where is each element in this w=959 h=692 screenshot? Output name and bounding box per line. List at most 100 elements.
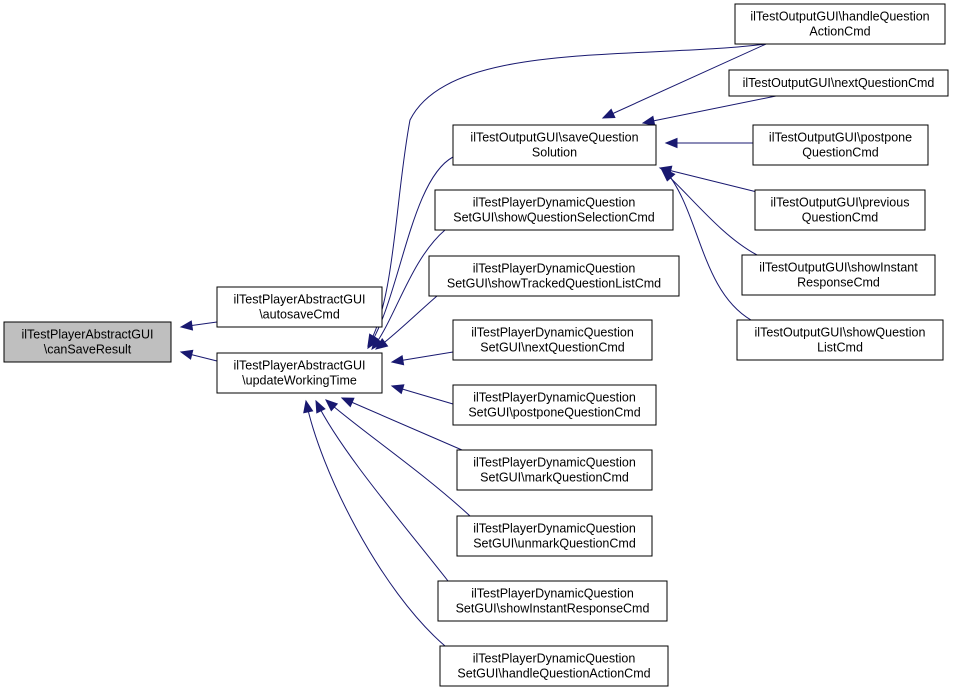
edge-line — [325, 399, 471, 517]
edge-outShowInstantResponseCmd-to-saveQuestionSolution — [661, 169, 758, 256]
node-box — [752, 124, 929, 166]
node-box — [741, 254, 936, 296]
node-box — [3, 321, 172, 363]
edge-line — [602, 43, 767, 119]
arrow-head-icon — [340, 397, 355, 408]
node-box — [728, 69, 949, 97]
edge-line — [659, 167, 758, 193]
node-label-line: ilTestPlayerDynamicQuestion — [473, 456, 636, 470]
node-canSaveResult[interactable]: ilTestPlayerAbstractGUI\canSaveResult — [3, 321, 172, 363]
node-box — [216, 352, 383, 394]
arrow-head-icon — [371, 336, 384, 351]
arrow-head-icon — [179, 349, 194, 360]
node-outPostponeQuestionCmd[interactable]: ilTestOutputGUI\postponeQuestionCmd — [752, 124, 929, 166]
edge-outHandleQuestionActionCmd-to-updateWorkingTime — [367, 43, 767, 348]
edge-dynUnmarkQuestionCmd-to-updateWorkingTime — [325, 399, 471, 517]
edge-dynPostponeQuestionCmd-to-updateWorkingTime — [390, 384, 454, 405]
arrow-head-icon — [641, 115, 656, 126]
node-label-line: \canSaveResult — [44, 343, 132, 357]
node-box — [456, 515, 653, 557]
node-label-line: ilTestOutputGUI\showInstant — [759, 261, 918, 275]
node-box — [452, 384, 657, 426]
node-label-line: ilTestPlayerDynamicQuestion — [471, 587, 634, 601]
edge-dynMarkQuestionCmd-to-updateWorkingTime — [340, 397, 463, 451]
node-label-line: \autosaveCmd — [259, 308, 340, 322]
node-label-line: ilTestOutputGUI\previous — [771, 196, 910, 210]
node-box — [736, 319, 944, 361]
node-box — [452, 124, 657, 166]
node-label-line: SetGUI\showQuestionSelectionCmd — [453, 211, 655, 225]
node-label-line: ilTestPlayerDynamicQuestion — [473, 196, 636, 210]
node-dynShowQuestionSelectionCmd[interactable]: ilTestPlayerDynamicQuestionSetGUI\showQu… — [434, 189, 674, 231]
arrow-head-icon — [303, 399, 314, 414]
node-dynHandleQuestionActionCmd[interactable]: ilTestPlayerDynamicQuestionSetGUI\handle… — [439, 645, 669, 687]
node-label-line: ilTestPlayerAbstractGUI — [234, 359, 366, 373]
edge-dynShowTrackedQuestionListCmd-to-updateWorkingTime — [374, 295, 438, 350]
node-label-line: SetGUI\showTrackedQuestionListCmd — [447, 277, 661, 291]
node-box — [434, 189, 674, 231]
node-box — [439, 645, 669, 687]
node-dynUnmarkQuestionCmd[interactable]: ilTestPlayerDynamicQuestionSetGUI\unmark… — [456, 515, 653, 557]
node-label-line: ilTestOutputGUI\showQuestion — [755, 326, 926, 340]
node-dynNextQuestionCmd[interactable]: ilTestPlayerDynamicQuestionSetGUI\nextQu… — [452, 319, 653, 361]
node-label-line: ilTestOutputGUI\saveQuestion — [470, 131, 638, 145]
node-label-line: SetGUI\unmarkQuestionCmd — [473, 537, 636, 551]
node-label-line: ResponseCmd — [797, 276, 880, 290]
node-dynShowTrackedQuestionListCmd[interactable]: ilTestPlayerDynamicQuestionSetGUI\showTr… — [428, 255, 680, 297]
edge-updateWorkingTime-to-canSaveResult — [179, 349, 218, 362]
node-dynMarkQuestionCmd[interactable]: ilTestPlayerDynamicQuestionSetGUI\markQu… — [456, 449, 653, 491]
node-label-line: ilTestOutputGUI\postpone — [769, 131, 912, 145]
arrow-head-icon — [367, 333, 379, 348]
arrow-head-icon — [390, 354, 405, 366]
node-dynShowInstantResponseCmd[interactable]: ilTestPlayerDynamicQuestionSetGUI\showIn… — [437, 580, 668, 622]
arrow-head-icon — [664, 137, 678, 149]
node-label-line: SetGUI\nextQuestionCmd — [480, 341, 625, 355]
node-label-line: \updateWorkingTime — [242, 374, 357, 388]
node-dynPostponeQuestionCmd[interactable]: ilTestPlayerDynamicQuestionSetGUI\postpo… — [452, 384, 657, 426]
node-updateWorkingTime[interactable]: ilTestPlayerAbstractGUI\updateWorkingTim… — [216, 352, 383, 394]
edge-outHandleQuestionActionCmd-to-saveQuestionSolution — [601, 43, 767, 119]
node-box — [452, 319, 653, 361]
arrow-head-icon — [663, 168, 676, 182]
edge-dynNextQuestionCmd-to-updateWorkingTime — [390, 351, 454, 366]
node-autosaveCmd[interactable]: ilTestPlayerAbstractGUI\autosaveCmd — [216, 286, 383, 328]
edge-dynHandleQuestionActionCmd-to-updateWorkingTime — [303, 399, 446, 647]
edge-dynShowInstantResponseCmd-to-updateWorkingTime — [315, 399, 449, 582]
node-label-line: ListCmd — [817, 341, 863, 355]
node-label-line: SetGUI\markQuestionCmd — [480, 471, 629, 485]
edge-line — [642, 95, 777, 124]
node-box — [754, 189, 926, 231]
node-box — [216, 286, 383, 328]
node-outShowInstantResponseCmd[interactable]: ilTestOutputGUI\showInstantResponseCmd — [741, 254, 936, 296]
edge-line — [661, 169, 758, 256]
node-label-line: SetGUI\handleQuestionActionCmd — [457, 667, 650, 681]
node-outHandleQuestionActionCmd[interactable]: ilTestOutputGUI\handleQuestionActionCmd — [734, 3, 946, 45]
edges — [179, 43, 777, 647]
node-box — [456, 449, 653, 491]
node-label-line: Solution — [532, 146, 577, 160]
node-label-line: SetGUI\showInstantResponseCmd — [456, 602, 650, 616]
node-label-line: QuestionCmd — [802, 146, 878, 160]
nodes: ilTestPlayerAbstractGUI\canSaveResultilT… — [3, 3, 949, 687]
arrow-head-icon — [315, 399, 326, 414]
node-label-line: ilTestPlayerDynamicQuestion — [473, 391, 636, 405]
arrow-head-icon — [390, 384, 405, 395]
node-label-line: ActionCmd — [809, 25, 870, 39]
edge-line — [375, 295, 438, 350]
arrow-head-icon — [325, 399, 339, 412]
node-label-line: SetGUI\postponeQuestionCmd — [468, 406, 640, 420]
edge-outShowQuestionListCmd-to-saveQuestionSolution — [663, 168, 752, 321]
arrow-head-icon — [601, 108, 616, 119]
edge-line — [341, 397, 463, 451]
arrow-head-icon — [179, 320, 194, 331]
node-box — [437, 580, 668, 622]
node-outNextQuestionCmd[interactable]: ilTestOutputGUI\nextQuestionCmd — [728, 69, 949, 97]
arrow-head-icon — [374, 337, 389, 350]
node-label-line: ilTestPlayerDynamicQuestion — [473, 652, 636, 666]
node-box — [734, 3, 946, 45]
node-label-line: ilTestPlayerDynamicQuestion — [473, 522, 636, 536]
